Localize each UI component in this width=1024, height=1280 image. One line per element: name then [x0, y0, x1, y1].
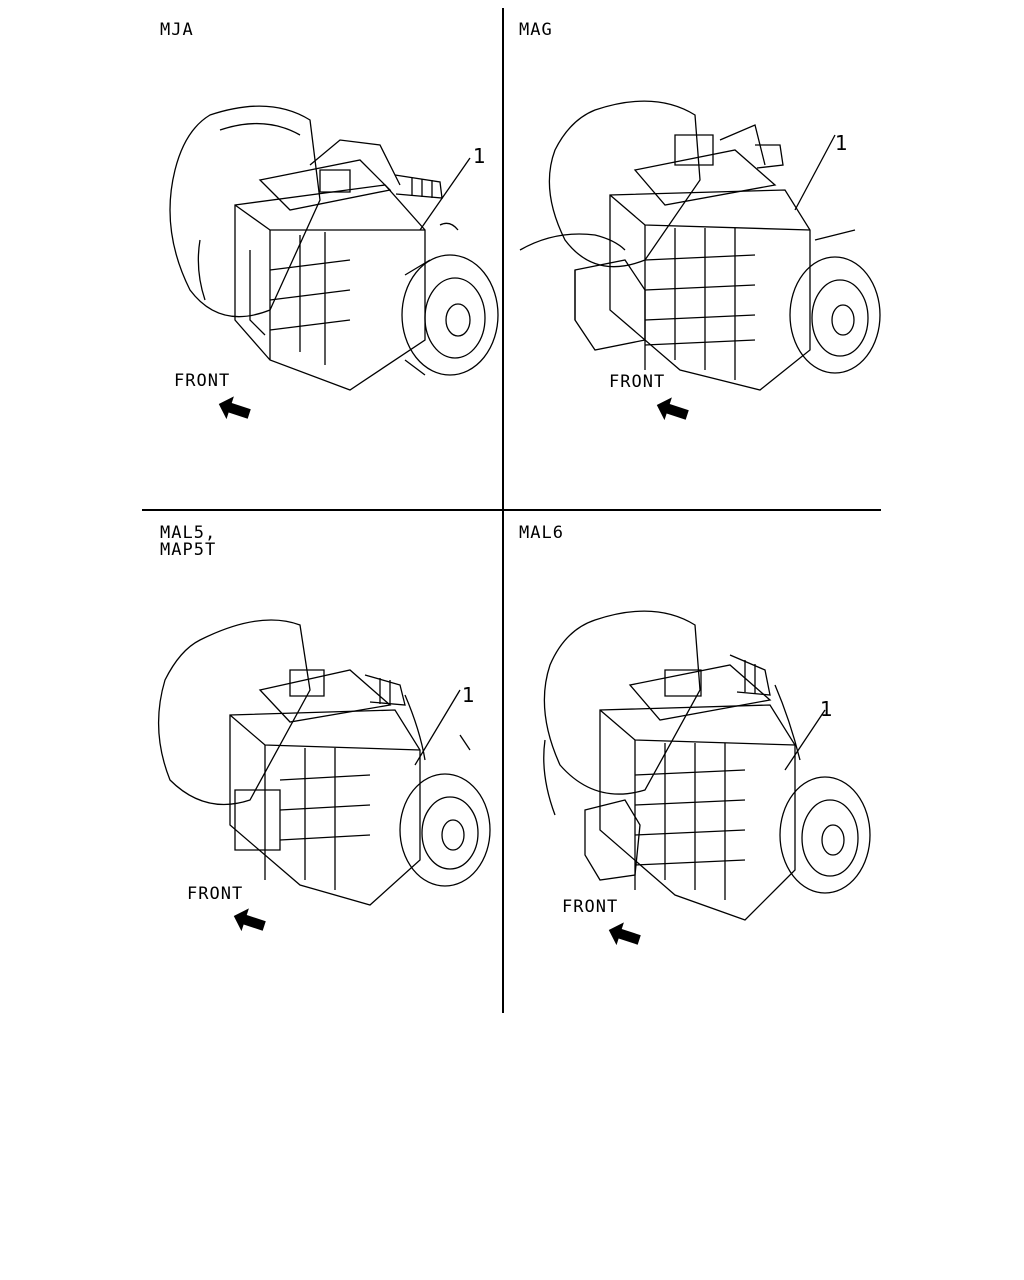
- model-label: MJA: [160, 20, 194, 40]
- callout-number: 1: [473, 144, 486, 168]
- transmission-drawing: [515, 600, 885, 940]
- front-label: FRONT: [174, 371, 231, 391]
- callout-number: 1: [820, 697, 833, 721]
- model-label: MAL5, MAP5T: [160, 523, 217, 560]
- front-arrow-icon: [218, 396, 251, 420]
- transmission-drawing: [515, 90, 885, 410]
- transmission-drawing: [150, 610, 500, 920]
- front-arrow-icon: [608, 922, 641, 946]
- front-arrow-icon: [233, 908, 266, 932]
- callout-number: 1: [462, 683, 475, 707]
- front-arrow-icon: [656, 397, 689, 421]
- transmission-drawing: [150, 90, 510, 420]
- front-label: FRONT: [609, 372, 666, 392]
- callout-number: 1: [835, 131, 848, 155]
- horizontal-divider: [142, 509, 881, 511]
- vertical-divider: [502, 8, 504, 1013]
- front-label: FRONT: [187, 884, 244, 904]
- model-label: MAG: [519, 20, 553, 40]
- model-label: MAL6: [519, 523, 564, 543]
- front-label: FRONT: [562, 897, 619, 917]
